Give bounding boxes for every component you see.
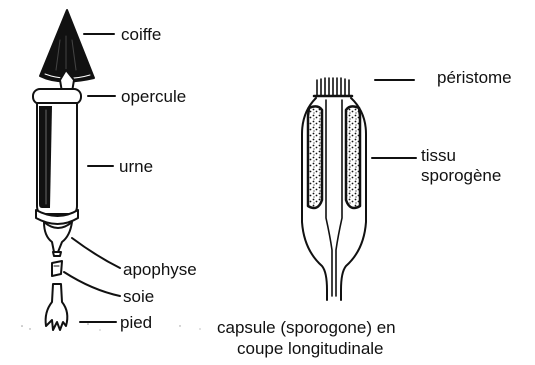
sporophyte-drawing xyxy=(33,10,94,330)
caption-line1: capsule (sporogone) en xyxy=(217,318,396,337)
leader-lines xyxy=(64,34,416,322)
label-soie: soie xyxy=(123,287,154,306)
tissu-sporogene-right xyxy=(346,106,360,208)
peristome-teeth xyxy=(314,78,352,96)
label-tissu-line2: sporogène xyxy=(421,166,501,185)
capsule-section-drawing xyxy=(302,78,366,300)
label-urne: urne xyxy=(119,157,153,176)
label-coiffe: coiffe xyxy=(121,25,161,44)
tissu-sporogene-left xyxy=(308,106,322,208)
opercule-shape xyxy=(33,89,81,104)
pied-shape xyxy=(46,284,68,330)
label-pied: pied xyxy=(120,313,152,332)
label-opercule: opercule xyxy=(121,87,186,106)
label-peristome: péristome xyxy=(437,68,512,87)
apophyse-shape xyxy=(44,222,72,252)
leader-soie xyxy=(64,272,120,296)
columella xyxy=(326,100,342,296)
label-tissu-line1: tissu xyxy=(421,146,456,165)
caption-line2: coupe longitudinale xyxy=(237,339,384,358)
soie-shape xyxy=(52,252,62,276)
label-apophyse: apophyse xyxy=(123,260,197,279)
leader-apophyse xyxy=(72,238,120,268)
